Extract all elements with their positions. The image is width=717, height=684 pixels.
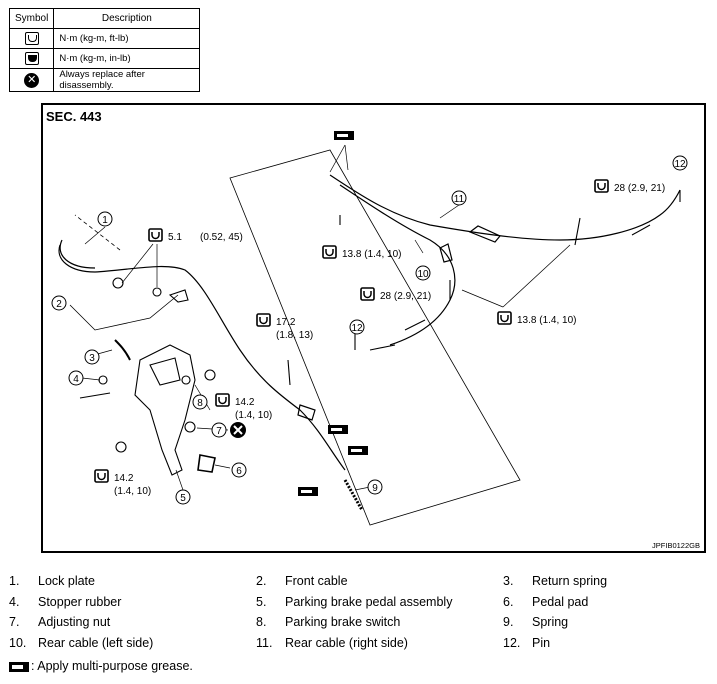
torque-spec: 13.8 (1.4, 10) <box>322 245 401 260</box>
always-replace-icon <box>230 422 246 438</box>
legend-item: 8.Parking brake switch <box>256 615 401 629</box>
svg-text:(0.52, 45): (0.52, 45) <box>200 232 243 243</box>
callout-5: 5 <box>175 489 191 505</box>
svg-text:17.2: 17.2 <box>276 317 296 328</box>
svg-text:5.1: 5.1 <box>168 232 182 243</box>
legend-item: 12.Pin <box>503 636 551 650</box>
legend-item: 9.Spring <box>503 615 569 629</box>
legend-item: 11.Rear cable (right side) <box>256 636 408 650</box>
torque-spec: 5.1 (0.52, 45) <box>148 228 243 243</box>
svg-text:10: 10 <box>417 269 429 280</box>
legend-item: 6.Pedal pad <box>503 595 589 609</box>
callout-12: 12 <box>672 155 688 171</box>
grease-note: : Apply multi-purpose grease. <box>9 659 193 673</box>
symbol-table: Symbol Description N·m (kg-m, ft-lb) N·m… <box>8 8 201 92</box>
grease-icon <box>298 131 368 496</box>
legend-item: 2.Front cable <box>256 574 348 588</box>
svg-text:(1.4, 10): (1.4, 10) <box>114 486 151 497</box>
image-code: JPFIB0122GB <box>652 541 700 550</box>
legend-item: 7.Adjusting nut <box>9 615 111 629</box>
svg-text:6: 6 <box>236 466 242 477</box>
grease-icon <box>9 661 29 672</box>
legend-item: 3.Return spring <box>503 574 608 588</box>
svg-text:3: 3 <box>89 353 95 364</box>
svg-text:2: 2 <box>56 299 62 310</box>
section-label: SEC. 443 <box>46 109 102 124</box>
torque-spec: 28 (2.9, 21) <box>594 179 665 194</box>
svg-text:4: 4 <box>73 374 79 385</box>
callout-6: 6 <box>231 462 247 478</box>
svg-text:28 (2.9, 21): 28 (2.9, 21) <box>380 291 431 302</box>
callout-3: 3 <box>84 349 100 365</box>
torque-spec: 14.2 (1.4, 10) <box>215 393 272 421</box>
legend-item: 5.Parking brake pedal assembly <box>256 595 453 609</box>
callout-11: 11 <box>451 190 467 206</box>
legend-item: 4.Stopper rubber <box>9 595 122 609</box>
svg-text:9: 9 <box>372 483 378 494</box>
svg-text:14.2: 14.2 <box>114 473 134 484</box>
callout-12-b: 12 <box>349 319 365 335</box>
callout-9: 9 <box>367 479 383 495</box>
rear-cables <box>329 174 681 346</box>
torque-spec: 14.2 (1.4, 10) <box>94 469 151 497</box>
spring <box>343 479 364 511</box>
callout-1: 1 <box>97 211 113 227</box>
callout-8: 8 <box>192 394 208 410</box>
torque-spec: 13.8 (1.4, 10) <box>497 311 576 326</box>
svg-text:(1.8, 13): (1.8, 13) <box>276 330 313 341</box>
svg-text:5: 5 <box>180 493 186 504</box>
callout-7: 7 <box>211 422 227 438</box>
svg-text:28 (2.9, 21): 28 (2.9, 21) <box>614 183 665 194</box>
svg-text:14.2: 14.2 <box>235 397 255 408</box>
symbol-desc: Always replace after disassembly. <box>53 68 201 92</box>
svg-text:13.8 (1.4, 10): 13.8 (1.4, 10) <box>342 249 401 260</box>
svg-text:12: 12 <box>674 159 686 170</box>
diagram-frame <box>41 103 706 553</box>
grease-note-text: : Apply multi-purpose grease. <box>31 659 193 673</box>
pedal-assembly <box>79 277 216 476</box>
legend-item: 1.Lock plate <box>9 574 95 588</box>
svg-text:(1.4, 10): (1.4, 10) <box>235 410 272 421</box>
svg-text:1: 1 <box>102 215 108 226</box>
svg-text:13.8 (1.4, 10): 13.8 (1.4, 10) <box>517 315 576 326</box>
front-cable <box>58 239 346 471</box>
legend-item: 10.Rear cable (left side) <box>9 636 154 650</box>
always-replace-icon: ✕ <box>24 72 40 88</box>
zone-outline <box>229 149 521 526</box>
callout-4: 4 <box>68 370 84 386</box>
svg-text:12: 12 <box>351 323 363 334</box>
svg-text:8: 8 <box>197 398 203 409</box>
torque-wrench-filled-icon <box>24 52 39 65</box>
svg-text:7: 7 <box>216 426 222 437</box>
torque-spec: 17.2 (1.8, 13) <box>256 313 313 341</box>
callout-2: 2 <box>51 295 67 311</box>
svg-text:11: 11 <box>454 194 465 205</box>
callout-10: 10 <box>415 265 431 281</box>
torque-spec: 28 (2.9, 21) <box>360 287 431 302</box>
torque-wrench-icon <box>24 32 39 45</box>
